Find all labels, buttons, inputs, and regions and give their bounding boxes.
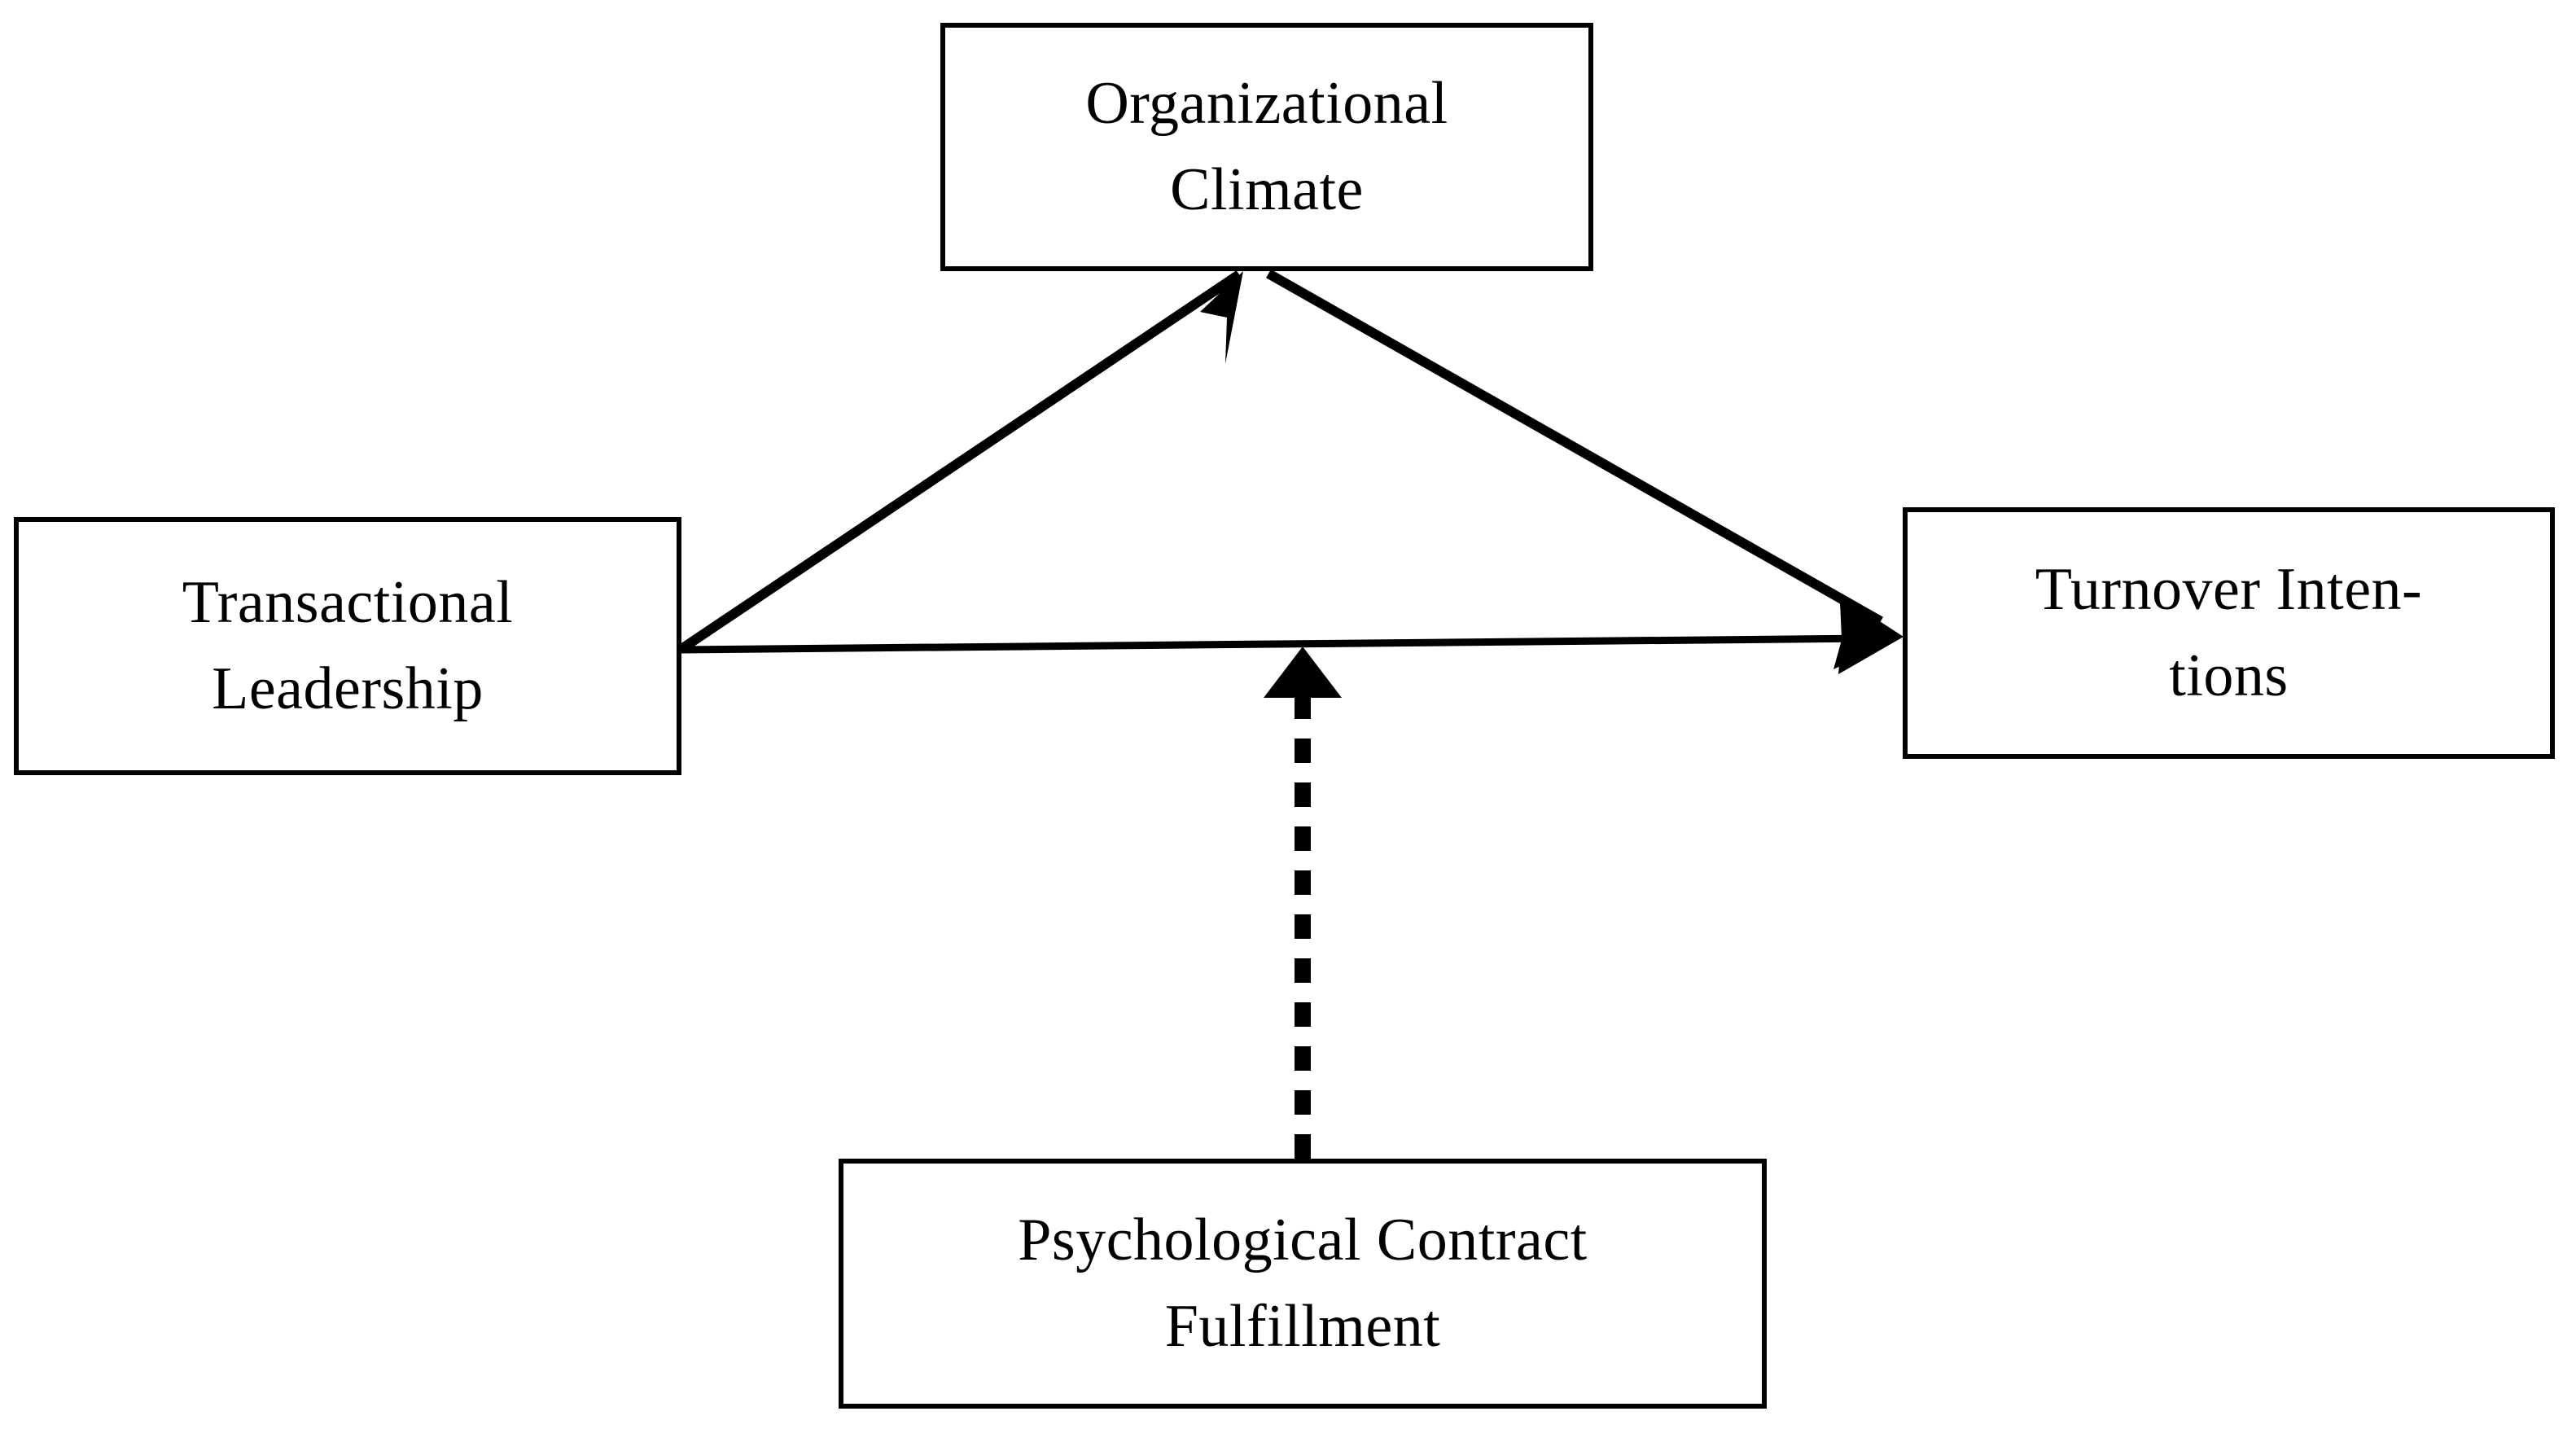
- arrowhead-right-into-turnover-intentions-upper: [1833, 594, 1904, 669]
- edge-organizational-climate-to-turnover-intentions: [1266, 269, 1904, 669]
- node-turnover-intentions-line-1: Turnover Inten-: [2035, 556, 2423, 624]
- edge-line-oc-to-ti: [1266, 269, 1883, 626]
- edge-transactional-leadership-to-turnover-intentions: [681, 601, 1904, 674]
- node-turnover-intentions-line-2: tions: [2169, 642, 2289, 709]
- node-organizational-climate: Organizational Climate: [940, 23, 1593, 271]
- node-organizational-climate-line-1: Organizational: [1085, 70, 1448, 138]
- node-psychological-contract-fulfillment-line-2: Fulfillment: [1164, 1292, 1441, 1360]
- node-psychological-contract-fulfillment: Psychological Contract Fulfillment: [839, 1159, 1767, 1409]
- node-transactional-leadership-line-1: Transactional: [182, 569, 514, 637]
- edge-transactional-leadership-to-organizational-climate: [678, 270, 1243, 653]
- arrowhead-right-into-turnover-intentions-direct: [1838, 601, 1904, 674]
- node-psychological-contract-fulfillment-line-1: Psychological Contract: [1018, 1207, 1588, 1274]
- node-transactional-leadership-line-2: Leadership: [212, 655, 484, 722]
- arrowhead-up-into-organizational-climate: [1200, 271, 1243, 364]
- node-turnover-intentions: Turnover Inten- tions: [1903, 507, 2555, 759]
- edge-line-tl-to-oc: [678, 270, 1242, 653]
- node-transactional-leadership: Transactional Leadership: [14, 517, 681, 775]
- edge-psychological-contract-fulfillment-moderation: [1264, 646, 1342, 1159]
- arrowhead-up-into-direct-path: [1264, 646, 1342, 698]
- edge-line-tl-to-ti: [681, 634, 1873, 654]
- node-organizational-climate-line-2: Climate: [1170, 156, 1364, 223]
